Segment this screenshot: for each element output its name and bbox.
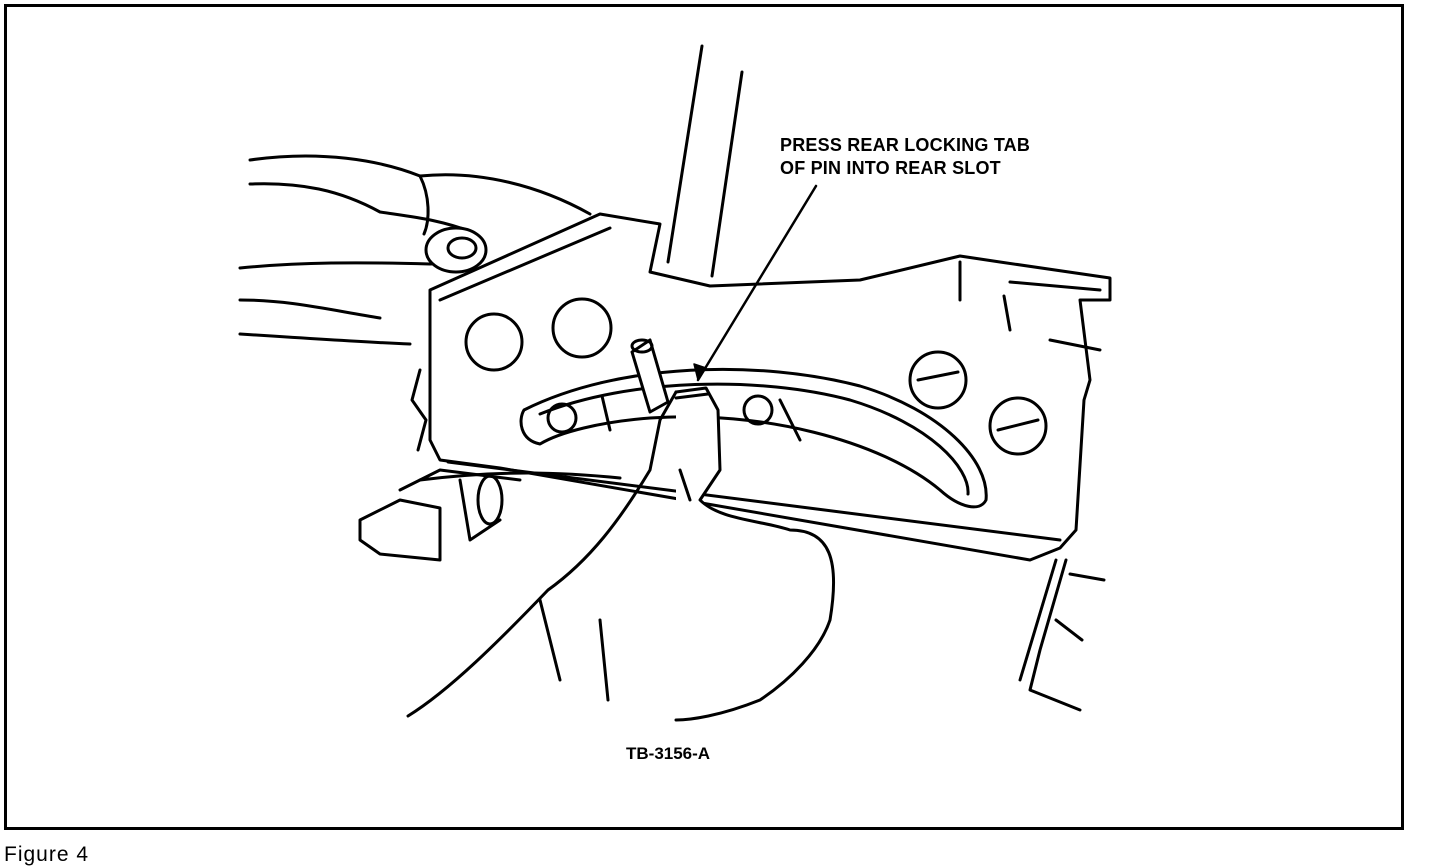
shift-lever (666, 44, 744, 278)
callout-label: PRESS REAR LOCKING TAB OF PIN INTO REAR … (780, 134, 1030, 180)
callout-line-1: PRESS REAR LOCKING TAB (780, 135, 1031, 155)
figure-frame (4, 4, 1404, 830)
detent-slot (519, 367, 988, 509)
locking-pin (630, 338, 670, 414)
left-hand (238, 154, 592, 346)
bracket-holes (464, 297, 1048, 456)
part-code: TB-3156-A (626, 744, 711, 763)
right-hand (406, 386, 1106, 722)
callout-line-2: OF PIN INTO REAR SLOT (780, 158, 1001, 178)
callout-leader (696, 184, 818, 382)
figure-caption: Figure 4 (4, 843, 90, 866)
